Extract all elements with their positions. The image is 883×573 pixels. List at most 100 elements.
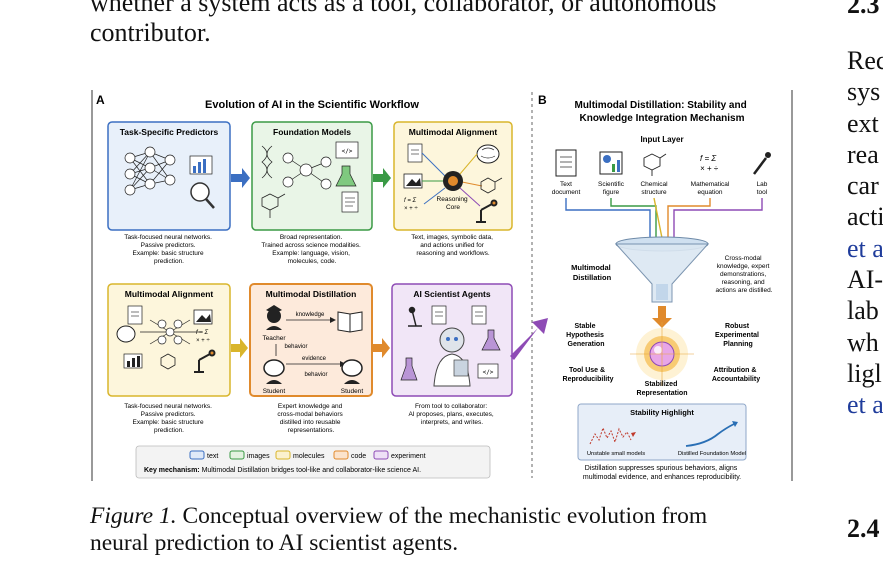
flow-arrow [373, 338, 390, 358]
stable-curve-icon [685, 421, 738, 447]
flask-icon [335, 165, 357, 187]
unstable-curve-icon [589, 426, 636, 445]
neural-network-icon [140, 319, 200, 345]
legend-item-text: text [189, 450, 218, 460]
distillation-funnel [614, 236, 710, 303]
image-icon [193, 309, 213, 325]
report-icon [471, 305, 487, 325]
legend-item-molecules: molecules [275, 450, 325, 460]
box-caption: Text, images, symbolic data, and actions… [411, 234, 494, 257]
legend: text images molecules code experiment Ke… [135, 445, 491, 479]
label-student-2: Student [341, 388, 364, 395]
label-teacher: Teacher [262, 335, 286, 342]
flask-icon [481, 329, 501, 351]
panel-a-title: Evolution of AI in the Scientific Workfl… [205, 99, 419, 111]
chemical-structure-icon [643, 153, 667, 176]
left-column-text: whether a system acts as a tool, collabo… [90, 0, 810, 48]
student-icon-right [341, 359, 363, 384]
outcome-attribution: Attribution & Accountability [712, 367, 760, 383]
caption-line-2: neural prediction to AI scientist agents… [90, 530, 459, 556]
box-task-specific-predictors: Task-Specific Predictors [107, 121, 231, 231]
lab-tool-icon [753, 152, 771, 175]
robot-scientist-icon [433, 327, 471, 387]
stability-highlight-box: Stability Highlight Unstable small model… [577, 403, 747, 461]
box-ai-scientist-agents: AI Scientist Agents </> [391, 283, 513, 397]
box-title: AI Scientist Agents [413, 289, 490, 299]
flow-arrow [373, 168, 391, 188]
text-line: ligl [847, 358, 882, 388]
section-heading-top: 2.3 [847, 0, 880, 19]
input-flow-lines [565, 197, 763, 239]
document-icon [127, 305, 143, 325]
flask-icon [400, 357, 418, 381]
legend-item-images: images [229, 450, 270, 460]
box-multimodal-alignment-bottom: Multimodal Alignment f = Σ × + ÷ [107, 283, 231, 397]
code-icon: </> [335, 141, 359, 159]
code-icon: </> [477, 363, 499, 379]
document-icon [431, 305, 447, 325]
key-mechanism: Key mechanism: Multimodal Distillation b… [144, 467, 421, 474]
text-line: Rec [847, 46, 883, 75]
molecule-icon [480, 177, 503, 194]
box-foundation-models: Foundation Models </> [251, 121, 373, 231]
label-behavior-1: behavior [284, 344, 307, 350]
text-line: sys [847, 77, 881, 107]
formula: f = Σ × + ÷ [196, 330, 210, 344]
section-heading-bottom: 2.4 [847, 514, 880, 543]
label-knowledge: knowledge [296, 312, 325, 318]
box-title: Multimodal Alignment [125, 289, 214, 299]
flow-arrow [231, 338, 248, 358]
formula: f = Σ × + ÷ [404, 198, 418, 212]
text-line: ext [847, 108, 879, 138]
magnifier-icon [190, 182, 215, 209]
svg-text:molecules: molecules [293, 453, 325, 460]
svg-text:</>: </> [342, 148, 353, 155]
svg-text:experiment: experiment [391, 453, 426, 460]
dna-icon [261, 145, 273, 179]
caption-text: Conceptual overview of the mechanistic e… [176, 503, 708, 529]
down-arrow [652, 306, 672, 328]
legend-item-code: code [333, 450, 366, 460]
box-caption: Broad representation. Trained across sci… [261, 234, 362, 265]
highlight-title: Stability Highlight [630, 408, 694, 417]
outcome-tool-use: Tool Use & Reproducibility [563, 367, 614, 383]
funnel-note: Cross-modal knowledge, expert demonstrat… [715, 255, 772, 294]
citation-link[interactable]: et a [847, 390, 883, 420]
highlight-left-label: Unstable small models [587, 451, 645, 457]
text-line: AI- [847, 265, 883, 295]
document-icon [341, 191, 359, 213]
scientific-figure-icon [599, 151, 623, 175]
text-line: lab [847, 296, 879, 326]
image-icon [403, 173, 423, 189]
panel-a-letter: A [96, 93, 105, 107]
text-line: wh [847, 327, 879, 357]
box-title: Multimodal Distillation [266, 289, 357, 299]
right-column-text: Rec sys ext rea car acti et a AI- lab wh… [847, 45, 883, 421]
box-caption: From tool to collaborator: AI proposes, … [408, 403, 495, 426]
text-line: rea [847, 139, 879, 169]
citation-link[interactable]: et a [847, 233, 883, 263]
text-line: acti [847, 202, 883, 232]
text-line: contributor. [90, 18, 211, 47]
text-line: whether a system acts as a tool, collabo… [90, 0, 717, 17]
svg-text:</>: </> [483, 369, 494, 376]
stabilized-representation-icon [630, 322, 694, 386]
book-icon [337, 311, 363, 333]
box-multimodal-alignment-top: Multimodal Alignment Reasoning Core [393, 121, 513, 231]
brain-icon [476, 144, 500, 164]
microscope-icon [408, 306, 422, 327]
transition-arrow [510, 318, 548, 360]
inner-label: Reasoning Core [437, 196, 470, 211]
document-icon [407, 143, 423, 163]
molecule-icon [261, 193, 286, 218]
bar-chart-icon [123, 353, 143, 369]
label-behavior-2: behavior [304, 372, 327, 378]
brain-icon [116, 325, 136, 343]
svg-text:images: images [247, 453, 270, 460]
input-layer-label: Input Layer [640, 135, 683, 144]
neural-network-icon [124, 146, 176, 196]
box-title: Foundation Models [273, 127, 351, 137]
outcome-robust: Robust Experimental Planning [715, 323, 761, 348]
